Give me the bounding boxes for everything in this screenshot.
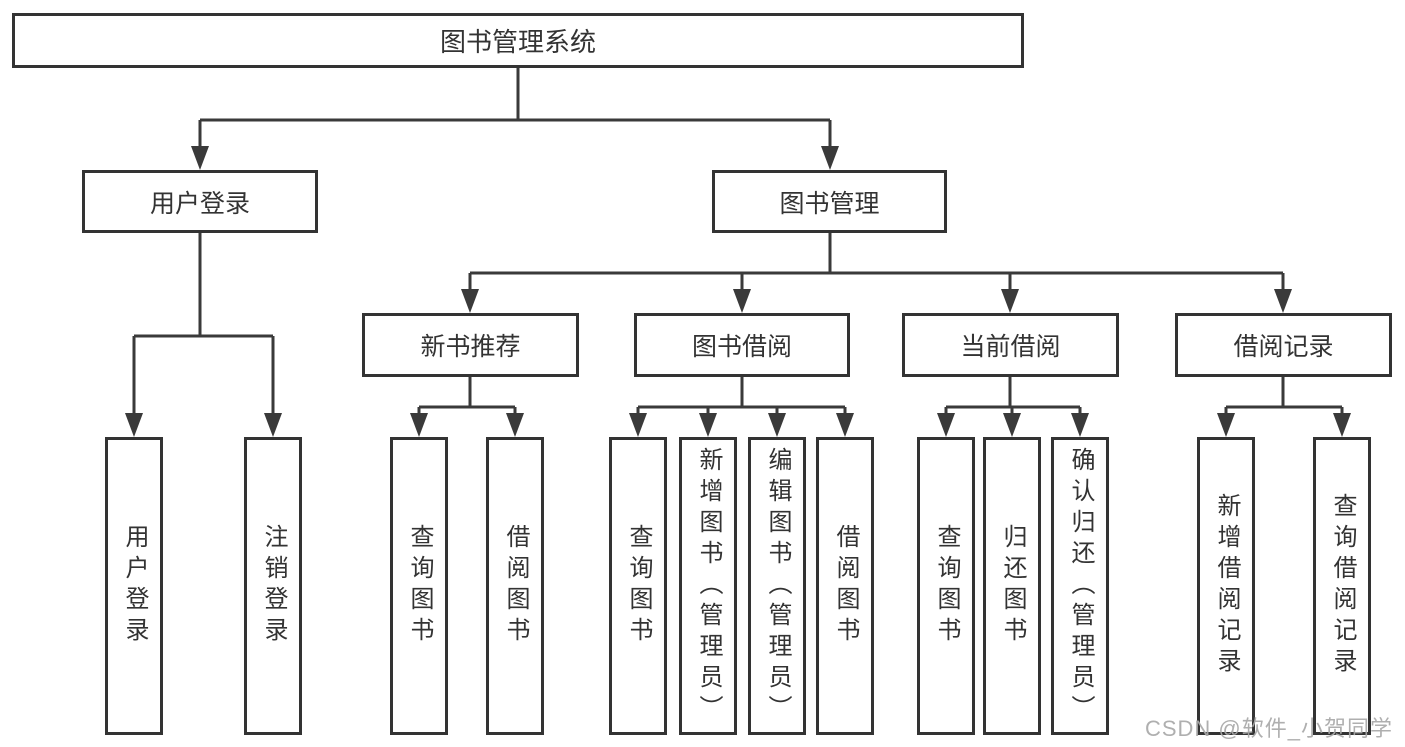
node-leaf-edit-books-admin: 编辑图书（管理员）: [748, 437, 806, 735]
node-user-login: 用户登录: [82, 170, 318, 233]
node-leaf-query-books-borrowing: 查询图书: [609, 437, 667, 735]
node-book-borrowing: 图书借阅: [634, 313, 850, 377]
watermark: CSDN @软件_小贺同学: [1144, 716, 1393, 741]
node-new-book-recommend: 新书推荐: [362, 313, 579, 377]
node-library-management-system: 图书管理系统: [12, 13, 1024, 68]
node-current-borrowing: 当前借阅: [902, 313, 1119, 377]
node-book-management: 图书管理: [712, 170, 947, 233]
node-leaf-add-borrow-record: 新增借阅记录: [1197, 437, 1255, 735]
node-borrowing-records: 借阅记录: [1175, 313, 1392, 377]
node-leaf-borrow-books: 借阅图书: [816, 437, 874, 735]
node-leaf-logout: 注销登录: [244, 437, 302, 735]
node-leaf-user-login: 用户登录: [105, 437, 163, 735]
node-leaf-query-books-newbook: 查询图书: [390, 437, 448, 735]
node-leaf-query-books-current: 查询图书: [917, 437, 975, 735]
node-leaf-confirm-return-admin: 确认归还（管理员）: [1051, 437, 1109, 735]
node-leaf-add-books-admin: 新增图书（管理员）: [679, 437, 737, 735]
node-leaf-return-books: 归还图书: [983, 437, 1041, 735]
node-leaf-borrow-books-newbook: 借阅图书: [486, 437, 544, 735]
node-leaf-query-borrow-record: 查询借阅记录: [1313, 437, 1371, 735]
